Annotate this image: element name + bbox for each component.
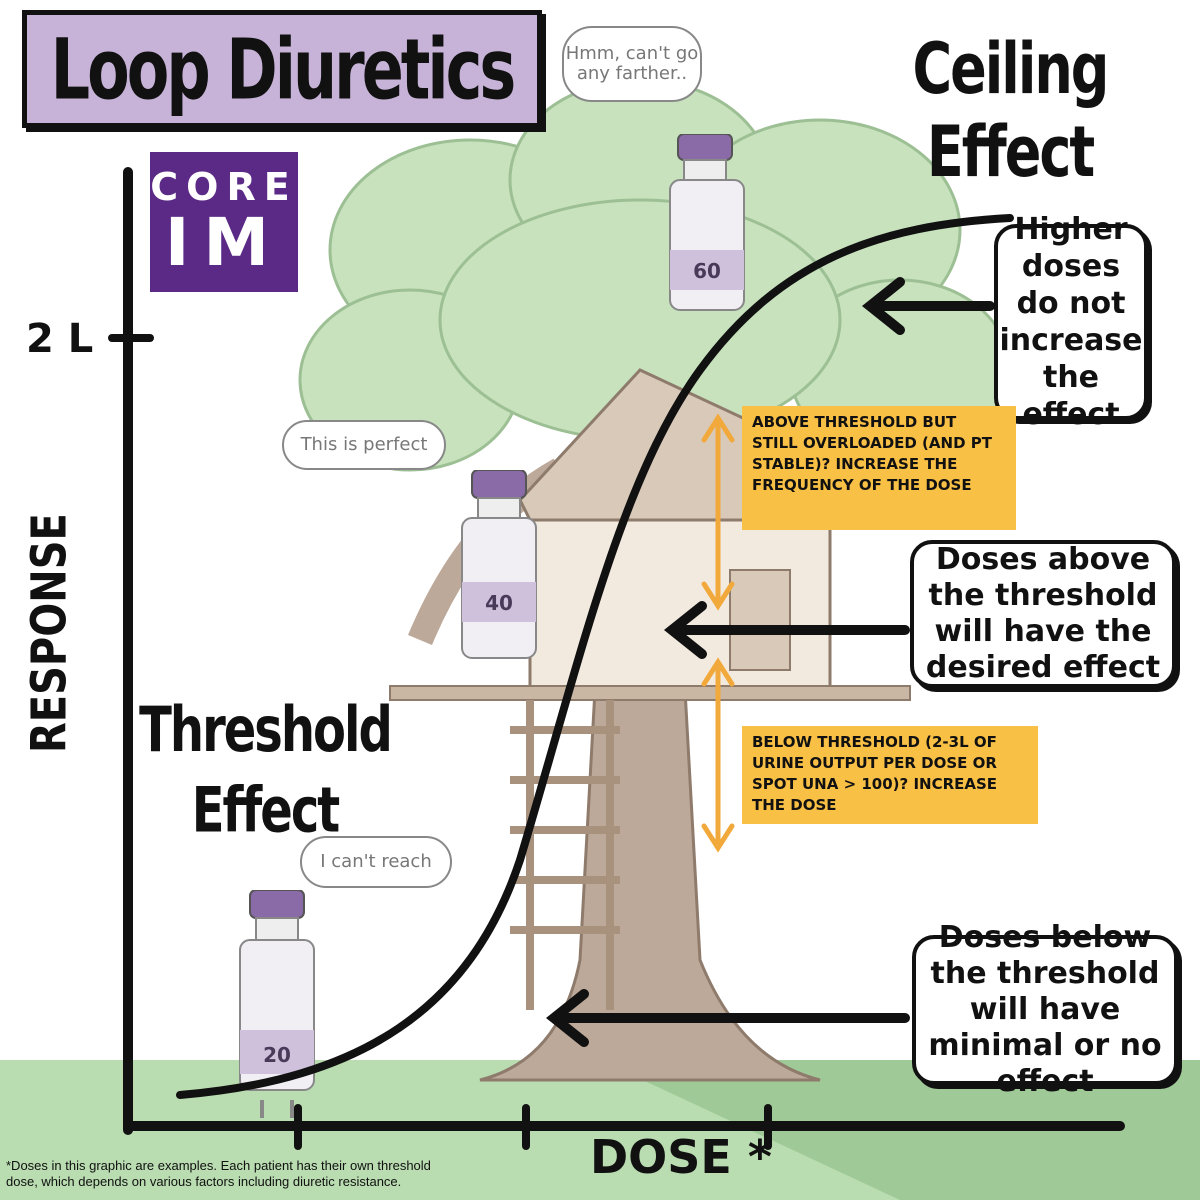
thought-bubble-middle: This is perfect — [282, 420, 446, 470]
note-increase-dose: Below threshold (2-3L of urine output pe… — [742, 726, 1038, 824]
bottle-20: 20 — [239, 890, 315, 1118]
page-title: Loop Diuretics — [50, 19, 517, 119]
ceiling-line1: Ceiling — [912, 28, 1110, 110]
note-increase-frequency: Above threshold but still overloaded (an… — [742, 406, 1016, 530]
ceiling-effect-heading: Ceiling Effect — [880, 28, 1140, 194]
threshold-line2: Effect — [191, 774, 341, 848]
threshold-effect-heading: Threshold Effect — [130, 690, 400, 851]
callout-below-threshold: Doses below the threshold will have mini… — [912, 920, 1178, 1099]
bottle-60: 60 — [669, 134, 745, 311]
core-im-logo: CORE IM — [150, 152, 298, 292]
footnote: *Doses in this graphic are examples. Eac… — [6, 1158, 431, 1189]
bottle-40-label: 40 — [485, 591, 513, 615]
x-axis-label: DOSE * — [590, 1130, 772, 1184]
dose-response-curve — [176, 214, 1014, 1099]
y-axis-label: RESPONSE — [22, 513, 78, 753]
bottle-60-label: 60 — [693, 259, 721, 283]
ceiling-line2: Effect — [926, 111, 1095, 194]
y-tick-label: 2 L — [26, 316, 94, 362]
threshold-line1: Threshold — [139, 693, 393, 767]
title-box: Loop Diuretics — [22, 10, 542, 128]
thought-bubble-bottom: I can't reach — [300, 836, 452, 888]
callout-higher-doses: Higher doses do not increase the effect — [994, 212, 1148, 432]
callout-above-threshold: Doses above the threshold will have the … — [910, 540, 1176, 688]
logo-line1: CORE — [150, 165, 298, 209]
bottle-20-label: 20 — [263, 1043, 291, 1067]
bottle-40: 40 — [461, 470, 537, 659]
logo-line2: IM — [164, 204, 284, 281]
thought-bubble-top: Hmm, can't go any farther.. — [562, 26, 702, 102]
